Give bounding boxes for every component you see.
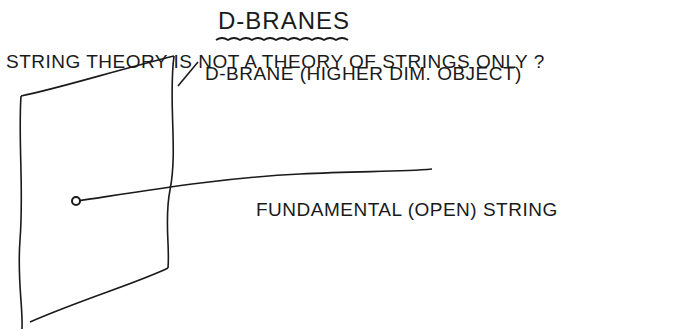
- string-label: FUNDAMENTAL (OPEN) STRING: [256, 200, 558, 221]
- brane-left-edge: [19, 96, 22, 329]
- string-endpoint: [72, 197, 80, 205]
- wavy-underline: [216, 38, 348, 40]
- brane-bottom-edge: [30, 268, 168, 322]
- brane-right-edge: [167, 56, 174, 268]
- title: D-BRANES: [218, 8, 350, 34]
- open-string: [77, 169, 432, 201]
- brane-label: D-BRANE (HIGHER DIM. OBJECT): [205, 64, 522, 85]
